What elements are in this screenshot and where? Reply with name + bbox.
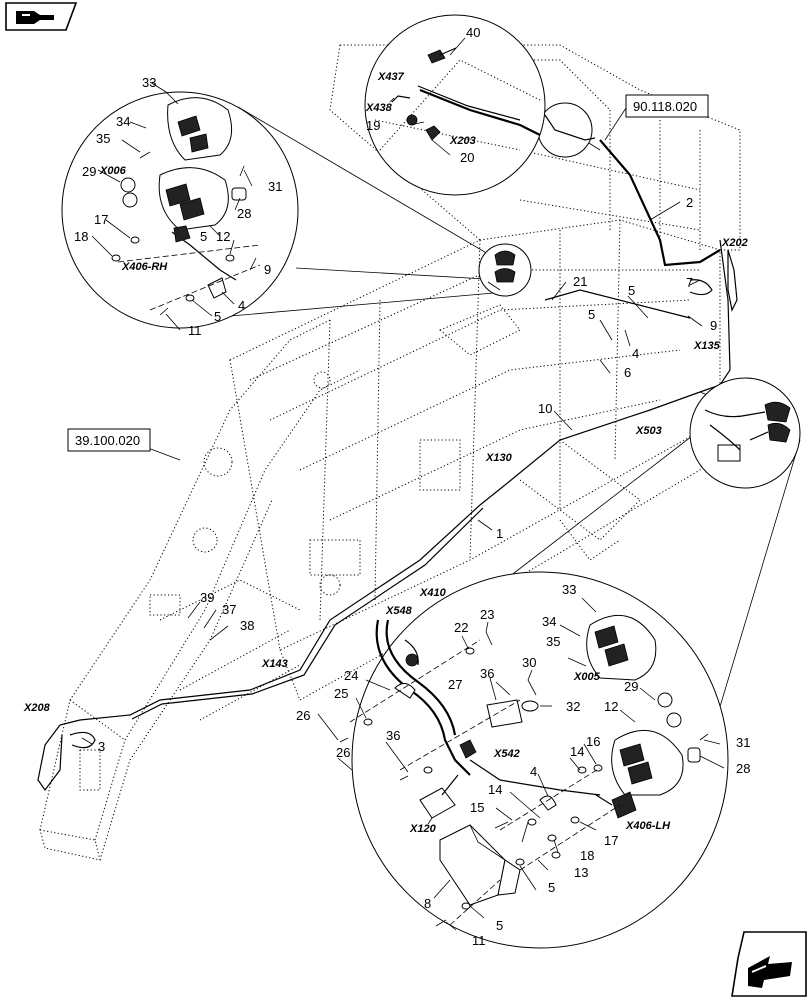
- connector-label: X120: [409, 823, 437, 835]
- callout: 14: [570, 744, 584, 759]
- callout: 16: [586, 734, 600, 749]
- callout: 36: [480, 666, 494, 681]
- callout: 34: [116, 114, 130, 129]
- callout: 24: [344, 668, 358, 683]
- callout: 6: [624, 365, 631, 380]
- callout: 40: [466, 25, 480, 40]
- callout: 26: [336, 745, 350, 760]
- callout: 31: [268, 179, 282, 194]
- frame-ref-label: 39.100.020: [75, 433, 140, 448]
- callout: 9: [264, 262, 271, 277]
- connector-label: X406-RH: [121, 261, 168, 273]
- connector-label: X437: [377, 71, 405, 83]
- callout: 4: [238, 298, 245, 313]
- callout: 39: [200, 590, 214, 605]
- callout: 1: [496, 526, 503, 541]
- upper-detail-circle: [364, 14, 546, 196]
- callout: 36: [386, 728, 400, 743]
- callout: 12: [216, 229, 230, 244]
- callout: 19: [366, 118, 380, 133]
- callout: 17: [604, 833, 618, 848]
- callout: 18: [74, 229, 88, 244]
- callout: 30: [522, 655, 536, 670]
- callout: 5: [214, 309, 221, 324]
- callout: 18: [580, 848, 594, 863]
- book-arrow-icon[interactable]: [5, 2, 78, 31]
- callout: 29: [82, 164, 96, 179]
- callout: 20: [460, 150, 474, 165]
- connector-labels: X437 X438 X203 X006 X406-RH X202 X135 X5…: [23, 71, 748, 835]
- connector-label: X143: [261, 658, 288, 670]
- connector-label: X548: [385, 605, 413, 617]
- connector-label: X203: [449, 135, 476, 147]
- callout: 37: [222, 602, 236, 617]
- connector-label: X542: [493, 748, 520, 760]
- callout: 8: [424, 896, 431, 911]
- callout: 34: [542, 614, 556, 629]
- callout: 23: [480, 607, 494, 622]
- callout: 11: [472, 933, 486, 948]
- callout: 27: [448, 677, 462, 692]
- callout: 9: [710, 318, 717, 333]
- connector-zoom-marker: [537, 102, 593, 158]
- reference-box-frame[interactable]: 39.100.020: [67, 428, 151, 452]
- main-harness-wire: [37, 139, 738, 792]
- callout: 35: [546, 634, 560, 649]
- lh-lamp-detail-circle: [317, 571, 729, 949]
- callout: 5: [548, 880, 555, 895]
- callout: 5: [200, 229, 207, 244]
- callout: 5: [496, 918, 503, 933]
- callout: 15: [470, 800, 484, 815]
- callout: 4: [530, 764, 537, 779]
- callout: 14: [488, 782, 502, 797]
- callout-labels: 40 19 20 33 34 35 29 31 28 17 18 5 12 9 …: [74, 25, 750, 948]
- callout: 33: [142, 75, 156, 90]
- callout: 7: [686, 275, 693, 290]
- connector-label: X410: [419, 587, 447, 599]
- reference-box-upper[interactable]: 90.118.020: [625, 94, 709, 118]
- callout: 32: [566, 699, 580, 714]
- callout: 22: [454, 620, 468, 635]
- callout: 3: [98, 739, 105, 754]
- connector-label: X135: [693, 340, 721, 352]
- connector-label: X006: [99, 165, 127, 177]
- callout: 13: [574, 865, 588, 880]
- callout: 17: [94, 212, 108, 227]
- next-page-arrow-icon[interactable]: [731, 931, 807, 997]
- connector-label: X438: [365, 102, 393, 114]
- callout: 11: [188, 323, 202, 338]
- connector-label: X503: [635, 425, 662, 437]
- callout: 29: [624, 679, 638, 694]
- callout: 25: [334, 686, 348, 701]
- callout: 21: [573, 274, 587, 289]
- connector-label: X130: [485, 452, 513, 464]
- callout: 2: [686, 195, 693, 210]
- connector-label: X005: [573, 671, 601, 683]
- callout: 4: [632, 346, 639, 361]
- callout: 28: [736, 761, 750, 776]
- callout: 33: [562, 582, 576, 597]
- rh-lamp-detail-circle: [61, 81, 299, 331]
- connector-label: X202: [721, 237, 748, 249]
- callout: 28: [237, 206, 251, 221]
- callout: 12: [604, 699, 618, 714]
- callout: 26: [296, 708, 310, 723]
- callout: 35: [96, 131, 110, 146]
- callout: 5: [588, 307, 595, 322]
- connector-label: X406-LH: [625, 820, 671, 832]
- callout: 38: [240, 618, 254, 633]
- upper-ref-label: 90.118.020: [633, 99, 697, 114]
- callout: 5: [628, 283, 635, 298]
- connector-label: X208: [23, 702, 51, 714]
- callout: 31: [736, 735, 750, 750]
- callout: 10: [538, 401, 552, 416]
